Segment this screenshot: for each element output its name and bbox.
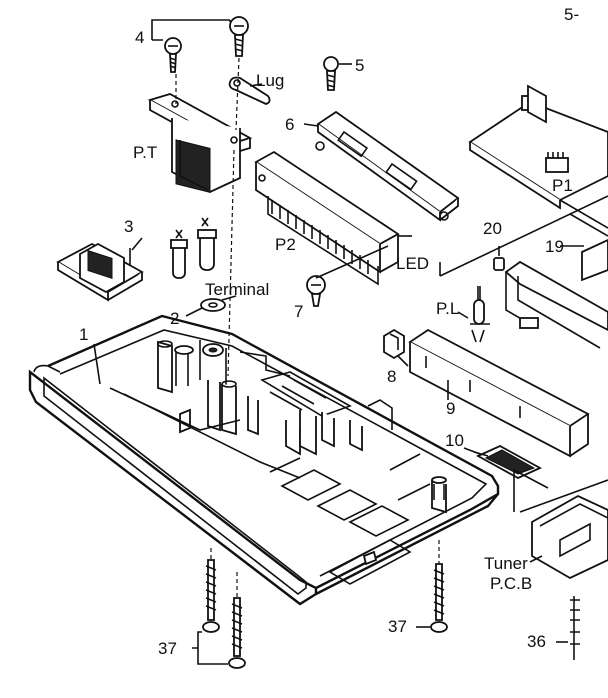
label-7: 7 (294, 302, 304, 321)
part-3-bracket (56, 242, 144, 302)
part-36 (556, 596, 580, 660)
screw-7 (306, 245, 389, 307)
lug-part (228, 76, 271, 105)
label-p1: P1 (552, 176, 573, 195)
screw-37-left-a (202, 548, 220, 633)
label-19: 19 (545, 237, 564, 256)
main-chassis-1 (28, 314, 500, 606)
label-37-right: 37 (388, 617, 407, 636)
label-lug: Lug (256, 71, 285, 90)
screw-4-left (164, 37, 182, 73)
label-20: 20 (483, 219, 502, 238)
screw-37-left-b (228, 572, 246, 669)
display-board-p2 (254, 150, 400, 286)
label-pt: P.T (133, 143, 158, 162)
pcb-6 (315, 110, 460, 222)
power-transformer (147, 93, 253, 194)
label-5-top: 5- (564, 5, 580, 24)
label-2: 2 (170, 309, 180, 328)
label-37-left: 37 (158, 639, 177, 658)
label-4: 4 (135, 28, 145, 47)
label-led: LED (396, 254, 430, 273)
pilot-lamp (457, 286, 490, 343)
leader-6 (303, 123, 319, 127)
label-36: 36 (527, 632, 546, 651)
drop-line-2 (235, 57, 240, 131)
clip-8 (383, 328, 405, 360)
drop-line-3 (227, 149, 235, 377)
board-19 (504, 239, 608, 349)
leader-1 (93, 343, 101, 385)
label-p2: P2 (275, 235, 296, 254)
label-10: 10 (445, 431, 464, 450)
panel-9 (408, 328, 590, 458)
tuner-pcb (529, 494, 608, 580)
label-tuner: Tuner (484, 554, 528, 573)
leader-8 (397, 355, 409, 367)
pcb-p1 (468, 84, 608, 237)
label-1: 1 (79, 325, 89, 344)
label-5: 5 (355, 56, 365, 75)
knob-10 (463, 444, 543, 480)
clip-20 (493, 246, 505, 271)
screw-5 (323, 56, 352, 91)
edge-line-1 (439, 195, 608, 277)
leader-4 (151, 19, 231, 41)
label-terminal: Terminal (205, 280, 270, 299)
screw-37-right (416, 540, 448, 633)
label-3: 3 (124, 217, 134, 236)
wire-connectors (170, 217, 217, 279)
leader-10 (473, 451, 489, 457)
terminal-washer-2 (185, 295, 237, 317)
label-9: 9 (446, 399, 456, 418)
screw-4-right (229, 16, 249, 57)
right-line-2 (513, 468, 549, 512)
label-6: 6 (285, 115, 295, 134)
leader-3 (131, 237, 143, 251)
label-pcb: P.C.B (490, 574, 533, 593)
leader-37a (192, 631, 228, 665)
label-8: 8 (387, 367, 397, 386)
label-pl: P.L (436, 299, 460, 318)
right-line-1 (519, 479, 608, 513)
